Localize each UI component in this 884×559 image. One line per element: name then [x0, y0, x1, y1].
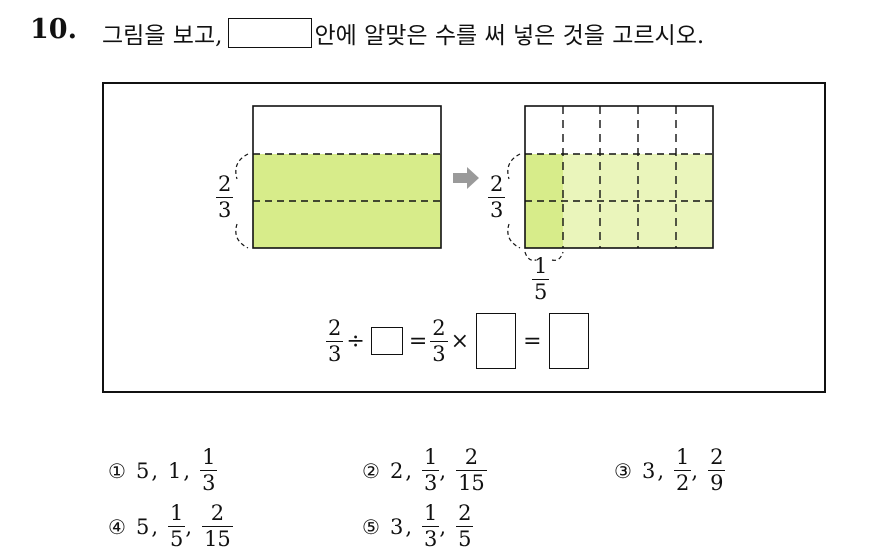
equation-blank-2 — [476, 313, 517, 369]
question-text: 그림을 보고, 안에 알맞은 수를 써 넣은 것을 고르시오. — [102, 16, 704, 50]
question-text-after: 안에 알맞은 수를 써 넣은 것을 고르시오. — [314, 23, 705, 49]
multiply-sign: × — [450, 328, 470, 354]
choice-4[interactable]: ④ 5, 1 5 , 2 15 — [108, 501, 233, 551]
choice-3[interactable]: ③ 3, 1 2 , 2 9 — [614, 445, 726, 495]
right-bottom-bracket — [524, 251, 564, 261]
figure-box: 2 3 2 3 1 5 — [102, 82, 826, 393]
choice-4-fraction-b: 1 5 — [168, 501, 186, 551]
right-outline — [524, 105, 714, 249]
question-text-before: 그림을 보고, — [102, 23, 223, 49]
equation-blank-3 — [548, 313, 589, 369]
left-bracket — [235, 153, 249, 249]
choice-1-fraction: 1 3 — [200, 445, 218, 495]
choice-1[interactable]: ① 5, 1, 1 3 — [108, 445, 218, 495]
choice-3-fraction-b: 1 2 — [674, 445, 692, 495]
bottom-fraction: 1 5 — [532, 254, 550, 304]
equation-blank-1 — [370, 327, 403, 355]
choice-4-fraction-c: 2 15 — [202, 501, 233, 551]
right-rectangle — [507, 105, 714, 261]
choice-5[interactable]: ⑤ 3, 1 3 , 2 5 — [362, 501, 474, 551]
right-fraction: 2 3 — [488, 172, 506, 222]
right-side-bracket — [507, 153, 521, 249]
left-outline — [252, 105, 442, 249]
choice-5-fraction-b: 1 3 — [422, 501, 440, 551]
choice-2[interactable]: ② 2, 1 3 , 2 15 — [362, 445, 487, 495]
equation: 2 3 ÷ = 2 3 × = — [326, 313, 593, 369]
equation-fraction-2: 2 3 — [430, 315, 448, 366]
question-number: 10. — [30, 14, 77, 45]
left-fraction: 2 3 — [216, 172, 234, 222]
choice-3-fraction-c: 2 9 — [708, 445, 726, 495]
left-rectangle — [235, 105, 442, 249]
figure-diagram — [235, 105, 714, 261]
equals-sign-2: = — [523, 328, 542, 354]
divide-sign: ÷ — [346, 328, 365, 354]
choice-2-fraction-b: 1 3 — [422, 445, 440, 495]
choice-5-fraction-c: 2 5 — [456, 501, 474, 551]
choice-2-fraction-c: 2 15 — [456, 445, 487, 495]
equals-sign-1: = — [408, 328, 428, 354]
right-arrow-icon — [453, 167, 479, 189]
answer-blank-box — [228, 18, 313, 48]
equation-fraction-1: 2 3 — [326, 315, 344, 366]
